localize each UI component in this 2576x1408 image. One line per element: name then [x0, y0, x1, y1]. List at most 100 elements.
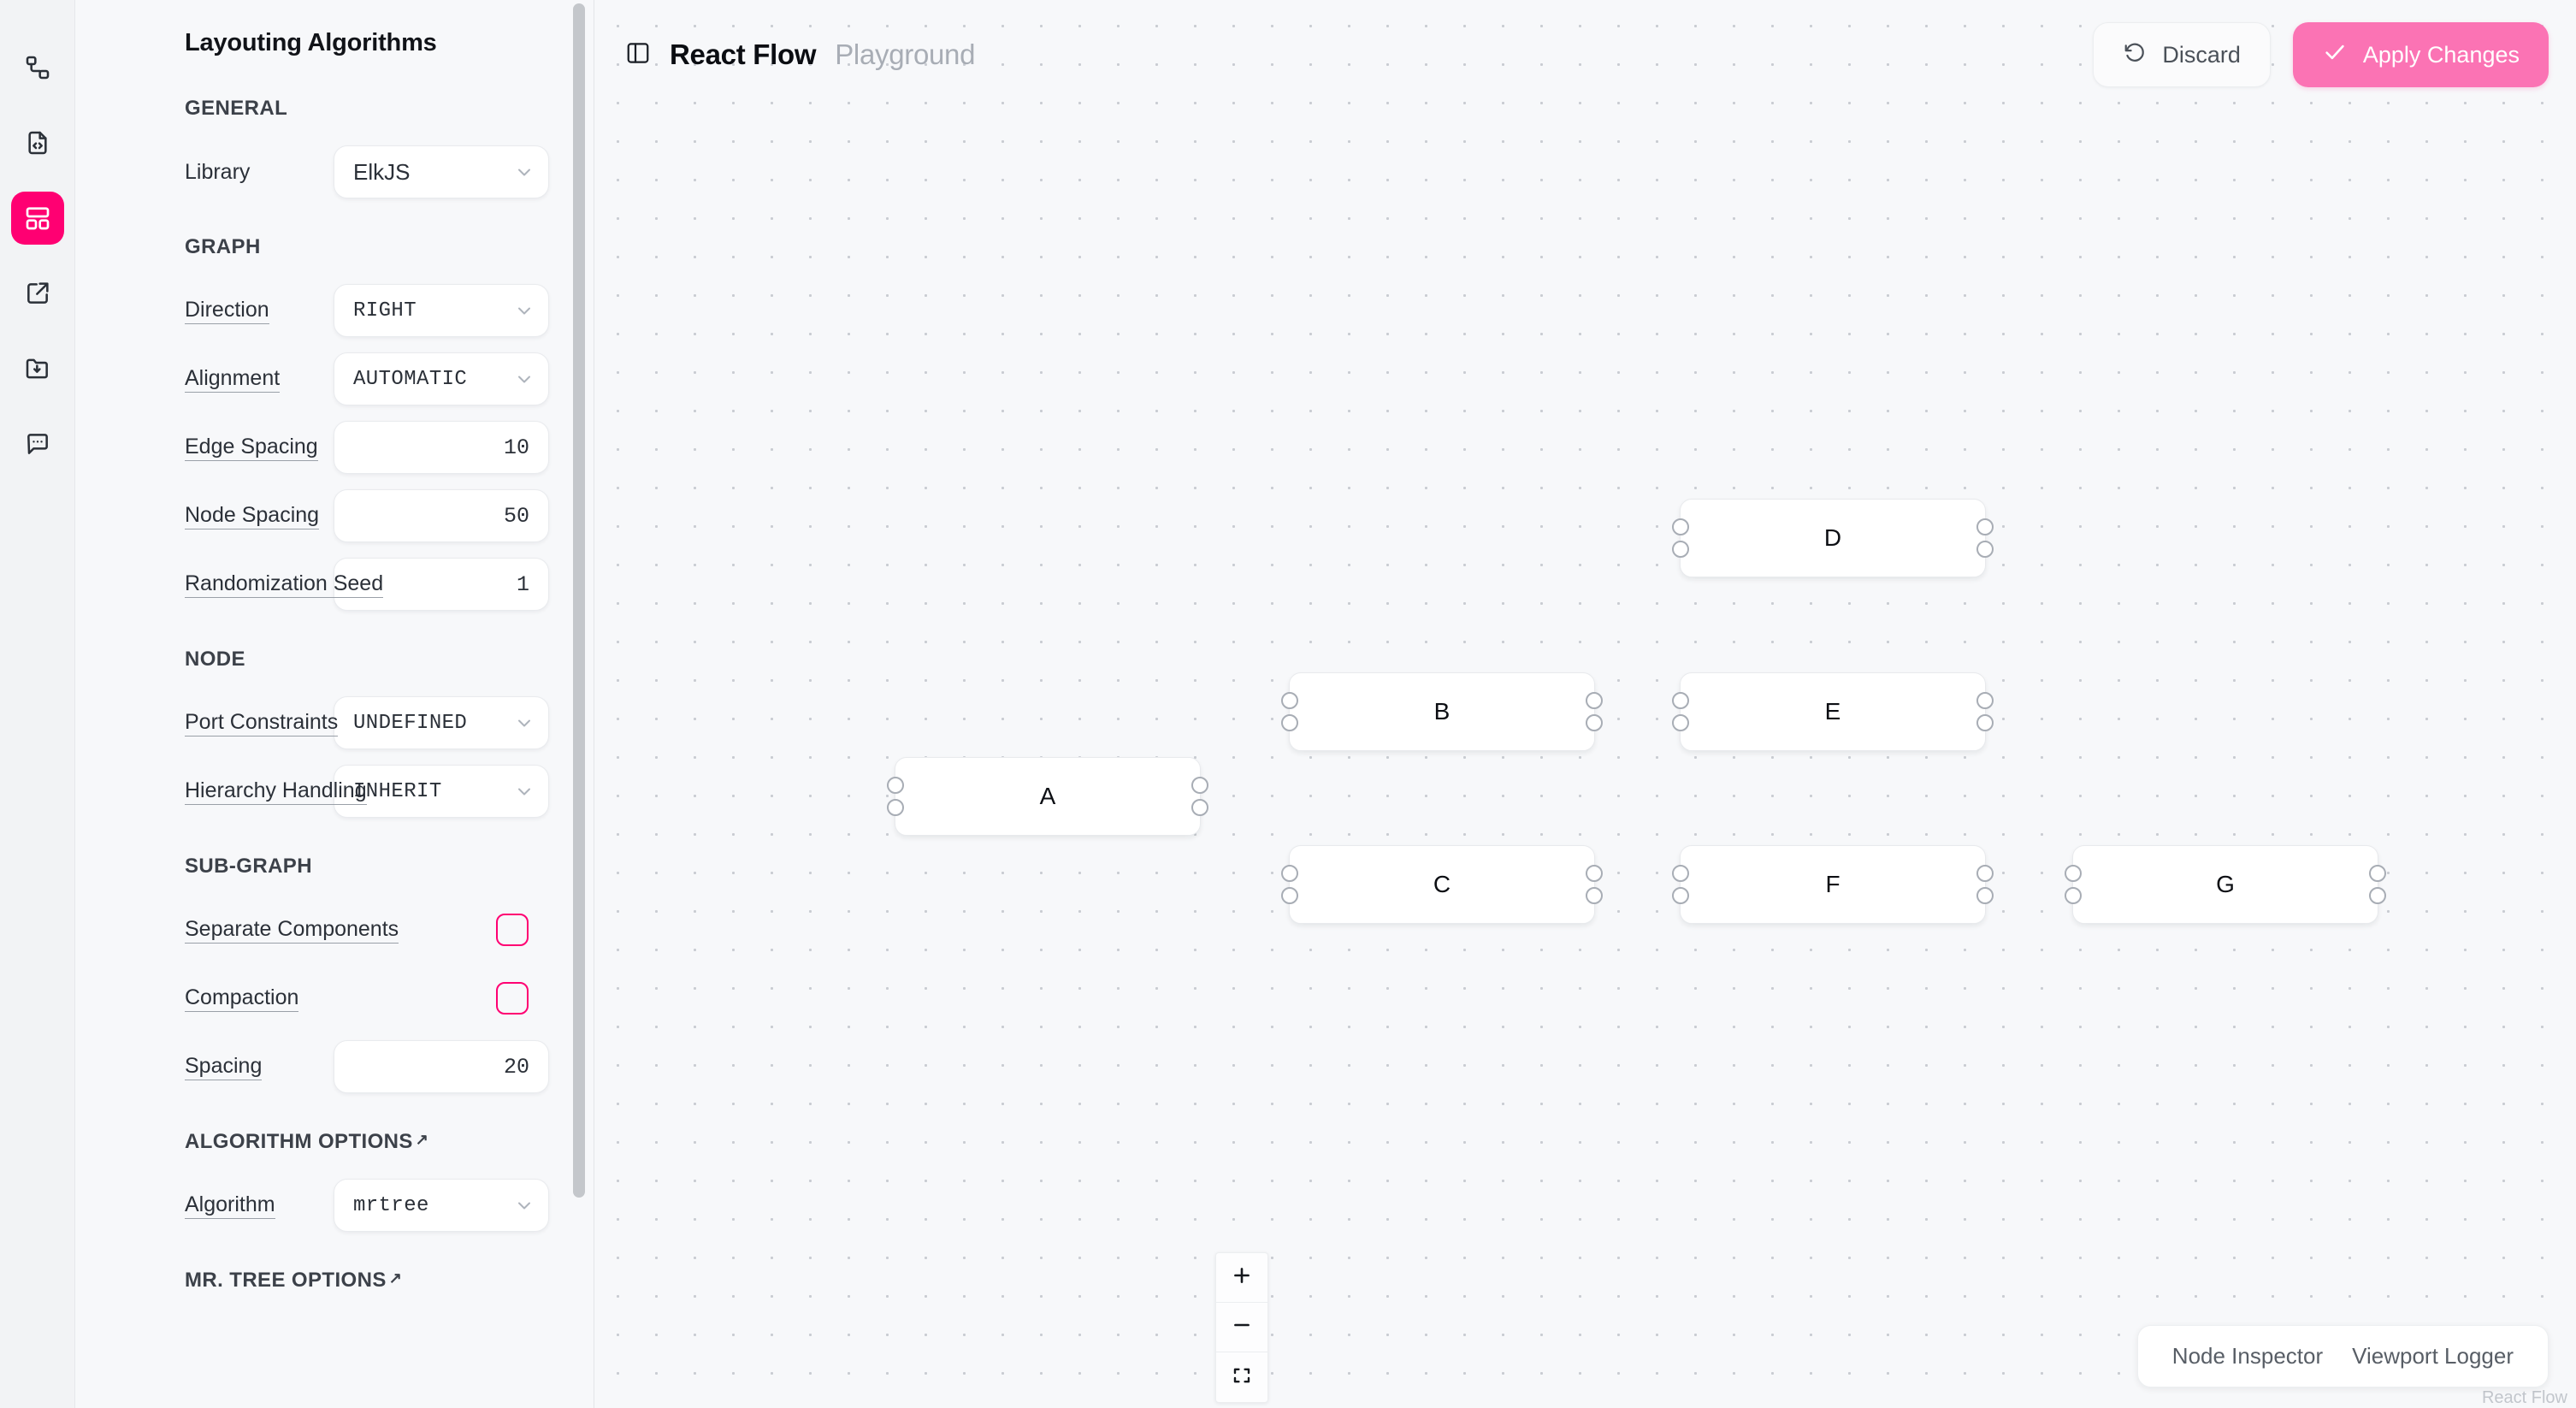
node-handle-left-top[interactable] [887, 777, 904, 794]
setting-select-value: AUTOMATIC [353, 367, 468, 391]
setting-label: Edge Spacing [185, 435, 318, 461]
graph-node-g[interactable]: G [2065, 845, 2386, 924]
viewport-logger-button[interactable]: Viewport Logger [2352, 1343, 2514, 1369]
fit-view-icon [1232, 1365, 1252, 1390]
node-handle-right-top[interactable] [2369, 865, 2386, 882]
graph-node-e[interactable]: E [1672, 672, 1994, 751]
setting-select[interactable]: RIGHT [334, 284, 549, 337]
graph-node-d[interactable]: D [1672, 499, 1994, 577]
setting-label: Node Spacing [185, 503, 320, 529]
setting-row: Node Spacing 50 [185, 482, 549, 550]
setting-number-value: 20 [503, 1054, 529, 1080]
node-handle-left-top[interactable] [2065, 865, 2082, 882]
setting-row: Alignment AUTOMATIC [185, 345, 549, 413]
check-icon [2322, 39, 2348, 71]
section-heading-label: GRAPH [185, 235, 261, 258]
node-handle-right-bottom[interactable] [1191, 799, 1208, 816]
zoom-in-button[interactable] [1216, 1253, 1267, 1303]
setting-label: Separate Components [185, 917, 399, 944]
node-handle-left-bottom[interactable] [1281, 714, 1298, 731]
graph-node-c[interactable]: C [1281, 845, 1603, 924]
setting-select[interactable]: ElkJS [334, 145, 549, 198]
node-handle-left-top[interactable] [1672, 865, 1689, 882]
node-handle-right-top[interactable] [1586, 692, 1603, 709]
graph-node-label: E [1824, 698, 1841, 725]
external-link-arrow-icon: ↗ [388, 1269, 403, 1287]
setting-checkbox[interactable] [496, 914, 529, 946]
node-handle-right-bottom[interactable] [1976, 887, 1994, 904]
node-handle-left-top[interactable] [1672, 692, 1689, 709]
node-handle-left-bottom[interactable] [2065, 887, 2082, 904]
section-heading: SUB-GRAPH [185, 855, 549, 879]
minus-icon [1231, 1314, 1253, 1340]
plus-icon [1231, 1264, 1253, 1291]
setting-label: Alignment [185, 366, 281, 393]
apply-changes-button[interactable]: Apply Changes [2292, 22, 2549, 87]
node-handle-left-bottom[interactable] [1672, 887, 1689, 904]
setting-row: Separate Components [185, 896, 549, 964]
node-handle-right-top[interactable] [1191, 777, 1208, 794]
external-link-icon-button[interactable] [11, 267, 64, 320]
discard-button[interactable]: Discard [2093, 22, 2271, 87]
fit-view-button[interactable] [1216, 1352, 1267, 1402]
setting-checkbox[interactable] [496, 982, 529, 1015]
node-handle-right-bottom[interactable] [1976, 714, 1994, 731]
section-heading: GENERAL [185, 97, 549, 121]
devtools-panel: Node Inspector Viewport Logger [2136, 1325, 2549, 1387]
node-handle-right-bottom[interactable] [1586, 887, 1603, 904]
node-handle-left-bottom[interactable] [887, 799, 904, 816]
node-inspector-button[interactable]: Node Inspector [2171, 1343, 2324, 1369]
graph-node-a[interactable]: A [887, 757, 1208, 836]
node-handle-left-top[interactable] [1281, 865, 1298, 882]
node-handle-right-top[interactable] [1976, 518, 1994, 535]
settings-scrollbar[interactable] [573, 0, 585, 1408]
setting-number-input[interactable]: 10 [334, 421, 549, 474]
node-handle-left-bottom[interactable] [1281, 887, 1298, 904]
sidebar-item-layouting[interactable] [10, 192, 64, 245]
header-left-group: React Flow Playground [625, 38, 975, 71]
graph-node-f[interactable]: F [1672, 845, 1994, 924]
node-handle-left-bottom[interactable] [1672, 714, 1689, 731]
react-flow-attribution[interactable]: React Flow [2481, 1388, 2567, 1407]
zoom-out-button[interactable] [1216, 1303, 1267, 1352]
setting-number-input[interactable]: 50 [334, 489, 549, 542]
layout-panels-icon [24, 204, 51, 232]
chat-bubble-icon-button[interactable] [11, 417, 64, 470]
setting-label: Library [185, 159, 251, 184]
section-heading[interactable]: ALGORITHM OPTIONS↗ [185, 1130, 549, 1154]
setting-select-value: UNDEFINED [353, 711, 468, 735]
node-handle-left-top[interactable] [1281, 692, 1298, 709]
panel-left-icon[interactable] [625, 40, 651, 70]
section-heading-label: NODE [185, 648, 245, 671]
setting-select[interactable]: mrtree [334, 1179, 549, 1232]
chevron-down-icon [514, 1195, 535, 1216]
node-handle-right-top[interactable] [1976, 692, 1994, 709]
setting-number-input[interactable]: 1 [334, 558, 549, 611]
section-heading[interactable]: MR. TREE OPTIONS↗ [185, 1269, 549, 1293]
node-handle-left-top[interactable] [1672, 518, 1689, 535]
settings-scrollbar-thumb[interactable] [573, 3, 585, 1198]
folder-download-icon-button[interactable] [11, 342, 64, 395]
setting-select[interactable]: UNDEFINED [334, 696, 549, 749]
flow-graph-icon-button[interactable] [11, 41, 64, 94]
react-flow-canvas[interactable]: React Flow Playground Discard [594, 0, 2576, 1408]
node-handle-right-top[interactable] [1586, 865, 1603, 882]
node-handle-right-bottom[interactable] [2369, 887, 2386, 904]
node-handle-right-top[interactable] [1976, 865, 1994, 882]
node-handle-left-bottom[interactable] [1672, 541, 1689, 558]
section-heading: NODE [185, 648, 549, 671]
folder-download-icon [24, 355, 51, 382]
node-handle-right-bottom[interactable] [1976, 541, 1994, 558]
graph-node-label: B [1433, 698, 1450, 725]
setting-select[interactable]: INHERIT [334, 765, 549, 818]
setting-label: Hierarchy Handling [185, 778, 367, 805]
node-handle-right-bottom[interactable] [1586, 714, 1603, 731]
setting-number-input[interactable]: 20 [334, 1040, 549, 1093]
file-code-icon-button[interactable] [11, 116, 64, 169]
setting-select[interactable]: AUTOMATIC [334, 352, 549, 405]
graph-node-b[interactable]: B [1281, 672, 1603, 751]
